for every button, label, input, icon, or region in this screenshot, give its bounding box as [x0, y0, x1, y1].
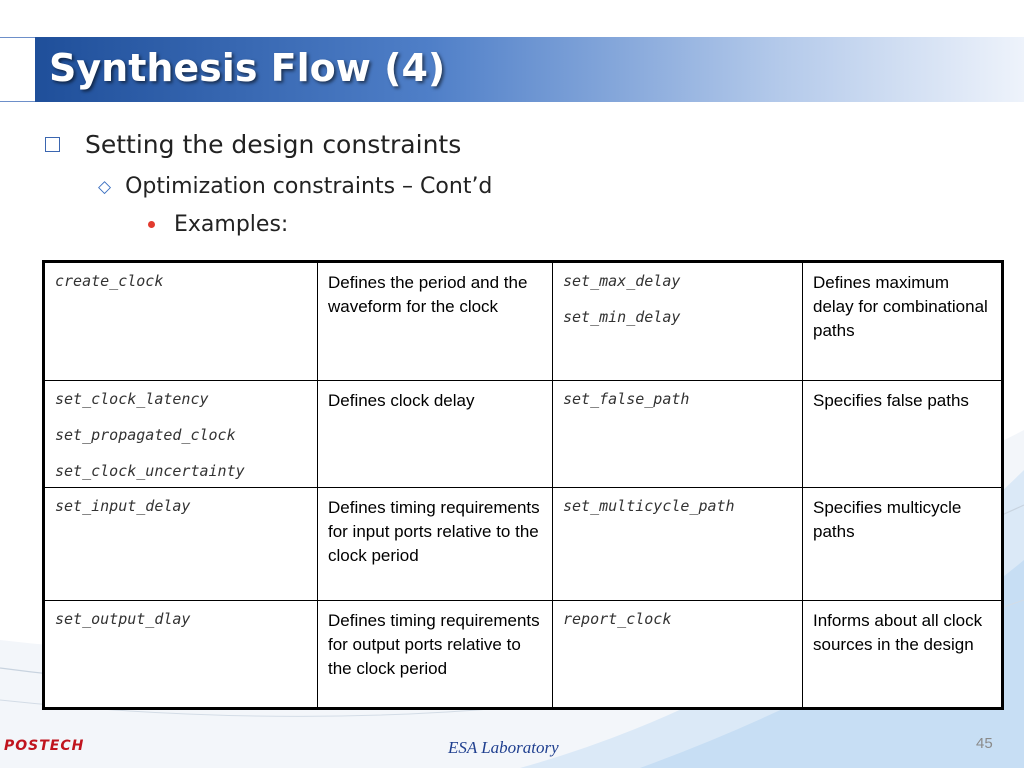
command-cell: set_output_dlay: [43, 600, 318, 709]
description-cell: Defines the period and the waveform for …: [317, 261, 553, 381]
description-cell: Defines maximum delay for combinational …: [802, 261, 1003, 381]
description-cell: Specifies multicycle paths: [802, 487, 1003, 601]
command-name: set_min_delay: [563, 308, 681, 326]
title-rule-bottom: [0, 101, 35, 102]
command-name: set_propagated_clock: [55, 426, 236, 444]
footer-lab-name: ESA Laboratory: [448, 738, 559, 757]
description-cell: Defines timing requirements for output p…: [317, 600, 553, 709]
bullet-level2: ◇ Optimization constraints – Cont’d: [98, 174, 492, 199]
dot-bullet-icon: [148, 221, 155, 228]
bullet-level1: Setting the design constraints: [45, 130, 461, 159]
command-name: set_output_dlay: [55, 610, 191, 628]
table-row: set_output_dlay Defines timing requireme…: [43, 600, 1003, 709]
title-bar: Synthesis Flow (4): [35, 37, 1024, 102]
description-cell: Informs about all clock sources in the d…: [802, 600, 1003, 709]
command-cell: set_max_delay set_min_delay: [552, 261, 803, 381]
description-cell: Defines timing requirements for input po…: [317, 487, 553, 601]
command-cell: set_false_path: [552, 380, 803, 488]
table-row: set_input_delay Defines timing requireme…: [43, 487, 1003, 601]
command-cell: set_input_delay: [43, 487, 318, 601]
command-cell: report_clock: [552, 600, 803, 709]
command-name: report_clock: [563, 610, 672, 628]
constraints-table: create_clock Defines the period and the …: [42, 260, 1004, 710]
command-cell: create_clock: [43, 261, 318, 381]
command-name: set_multicycle_path: [563, 497, 735, 515]
square-bullet-icon: [45, 137, 60, 152]
table-row: create_clock Defines the period and the …: [43, 261, 1003, 381]
description-cell: Defines clock delay: [317, 380, 553, 488]
diamond-bullet-icon: ◇: [98, 176, 112, 197]
command-name: create_clock: [55, 272, 164, 290]
command-name: set_false_path: [563, 390, 690, 408]
table-row: set_clock_latency set_propagated_clock s…: [43, 380, 1003, 488]
bullet-level1-text: Setting the design constraints: [85, 130, 462, 159]
command-name: set_max_delay: [563, 272, 681, 290]
bullet-level2-text: Optimization constraints – Cont’d: [125, 174, 493, 199]
bullet-level3: Examples:: [148, 212, 288, 237]
postech-logo: POSTECH: [4, 738, 85, 754]
command-cell: set_clock_latency set_propagated_clock s…: [43, 380, 318, 488]
title-rule-top: [0, 37, 35, 38]
command-name: set_clock_uncertainty: [55, 462, 245, 480]
command-name: set_input_delay: [55, 497, 191, 515]
description-cell: Specifies false paths: [802, 380, 1003, 488]
bullet-level3-text: Examples:: [174, 212, 289, 237]
command-name: set_clock_latency: [55, 390, 209, 408]
page-number: 45: [976, 735, 993, 752]
command-cell: set_multicycle_path: [552, 487, 803, 601]
slide-title: Synthesis Flow (4): [49, 46, 446, 90]
